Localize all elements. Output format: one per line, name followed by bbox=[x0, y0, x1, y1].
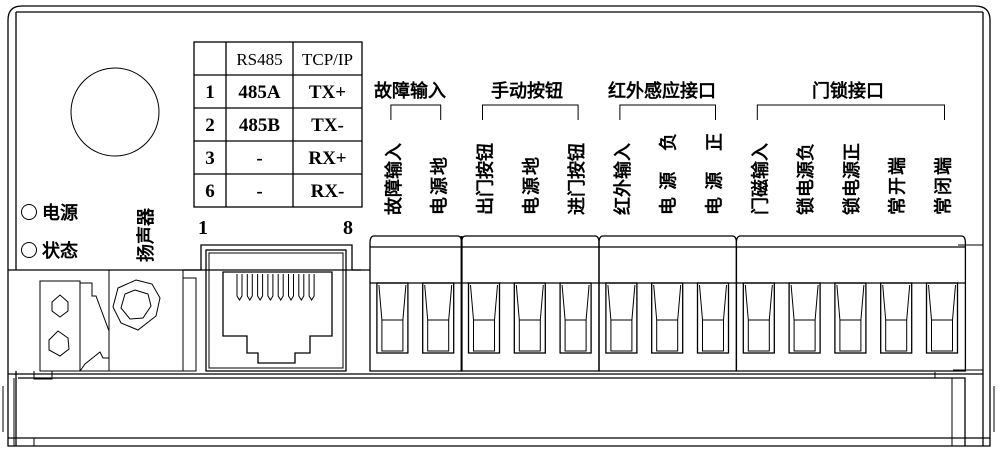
pin-table-cell: 2 bbox=[205, 115, 215, 136]
rj45-pin-8-label: 8 bbox=[343, 217, 353, 239]
terminal-block: 故障输入故障输入电源地手动按钮出门按钮电源地进门按钮红外感应接口红外输入电源 负… bbox=[369, 80, 967, 372]
rj45-contact-1 bbox=[236, 274, 243, 301]
pin-table-cell: TX+ bbox=[309, 82, 346, 103]
pin-table-border bbox=[193, 41, 363, 208]
rj45-contact-6 bbox=[288, 274, 294, 301]
terminal-group-1: 故障输入故障输入电源地 bbox=[369, 80, 463, 372]
pin-table-cell: TX- bbox=[311, 115, 344, 136]
power-label: 电源 bbox=[42, 202, 78, 224]
indicator-status: 状态 bbox=[21, 240, 78, 262]
pin-table-cell: 3 bbox=[205, 148, 215, 169]
rj45-contacts bbox=[236, 274, 315, 301]
rj45-pin-1-label: 1 bbox=[198, 217, 208, 239]
rj45-contact-4 bbox=[267, 274, 274, 301]
pin-table-header-cell: TCP/IP bbox=[302, 50, 353, 69]
terminal-group-title: 手动按钮 bbox=[491, 80, 563, 102]
terminal-screw-slot[interactable] bbox=[467, 282, 501, 354]
terminal-screw-slot[interactable] bbox=[605, 282, 638, 354]
terminal-label: 锁电源正 bbox=[841, 143, 863, 215]
speaker-grille-circle bbox=[70, 67, 160, 157]
terminal-group-bracket bbox=[482, 104, 579, 120]
terminal-group-title: 门锁接口 bbox=[812, 80, 884, 102]
pin-table-cell: - bbox=[256, 148, 262, 169]
right-edge bbox=[934, 244, 983, 446]
indicator-power: 电源 bbox=[21, 202, 78, 224]
status-led-icon bbox=[21, 242, 37, 258]
terminal-group-bracket bbox=[390, 104, 442, 120]
terminal-screw-slot[interactable] bbox=[788, 282, 821, 354]
pin-table-cell: RX+ bbox=[308, 148, 346, 169]
bottom-rail bbox=[2, 371, 995, 446]
terminal-label: 常闭端 bbox=[933, 157, 955, 215]
terminal-screw-slot[interactable] bbox=[422, 282, 455, 354]
rj45-contact-3 bbox=[257, 274, 264, 301]
terminal-screw-slot[interactable] bbox=[513, 282, 546, 354]
terminal-screw-slot[interactable] bbox=[925, 282, 959, 354]
rj45-contact-8 bbox=[308, 274, 315, 301]
terminal-label: 电源 负 bbox=[658, 133, 680, 215]
status-label: 状态 bbox=[42, 240, 78, 262]
terminal-group-bracket bbox=[619, 104, 716, 120]
terminal-screw-slot[interactable] bbox=[651, 282, 684, 354]
rj45-contact-5 bbox=[277, 274, 284, 301]
terminal-label: 锁电源负 bbox=[795, 143, 817, 215]
terminal-screw-slot[interactable] bbox=[834, 282, 867, 354]
power-led-icon bbox=[21, 204, 37, 220]
terminal-label: 常开端 bbox=[887, 157, 909, 215]
terminal-label: 出门按钮 bbox=[475, 143, 497, 215]
rj45-jack: 1 8 bbox=[183, 217, 370, 372]
terminal-label: 红外输入 bbox=[612, 143, 634, 215]
terminal-group-title: 红外感应接口 bbox=[608, 80, 716, 102]
terminal-screw-slot[interactable] bbox=[376, 282, 409, 354]
pin-table-cell: - bbox=[256, 181, 262, 202]
terminal-screw-slot[interactable] bbox=[742, 282, 775, 354]
pin-table-cell: 1 bbox=[205, 82, 215, 103]
pin-table: RS485 TCP/IP 1 485A TX+ 2 485B TX- 3 - RX+ 6 - RX- bbox=[193, 41, 363, 208]
terminal-label: 电源地 bbox=[520, 157, 542, 215]
pin-table-cell: 485A bbox=[238, 82, 281, 103]
terminal-screw-slot[interactable] bbox=[880, 282, 913, 354]
terminal-screw-slot[interactable] bbox=[559, 282, 592, 354]
terminal-group-title: 故障输入 bbox=[374, 80, 446, 102]
terminal-label: 故障输入 bbox=[383, 143, 405, 215]
terminal-label: 电源 正 bbox=[704, 133, 726, 215]
terminal-group-bracket bbox=[756, 104, 945, 120]
terminal-label: 进门按钮 bbox=[566, 143, 588, 215]
pin-table-cell: 485B bbox=[239, 115, 281, 136]
speaker-label: 扬声器 bbox=[135, 207, 157, 262]
rj45-contact-7 bbox=[298, 274, 305, 301]
power-connector bbox=[33, 269, 197, 380]
rj45-contact-2 bbox=[246, 274, 253, 301]
pin-table-header-cell: RS485 bbox=[236, 50, 282, 69]
pin-table-cell: RX- bbox=[311, 181, 345, 202]
pin-table-cell: 6 bbox=[205, 181, 215, 202]
terminal-label: 门磁输入 bbox=[749, 143, 771, 215]
terminal-label: 电源地 bbox=[429, 157, 451, 215]
terminal-housing bbox=[735, 235, 967, 372]
terminal-screw-slot[interactable] bbox=[696, 282, 730, 354]
